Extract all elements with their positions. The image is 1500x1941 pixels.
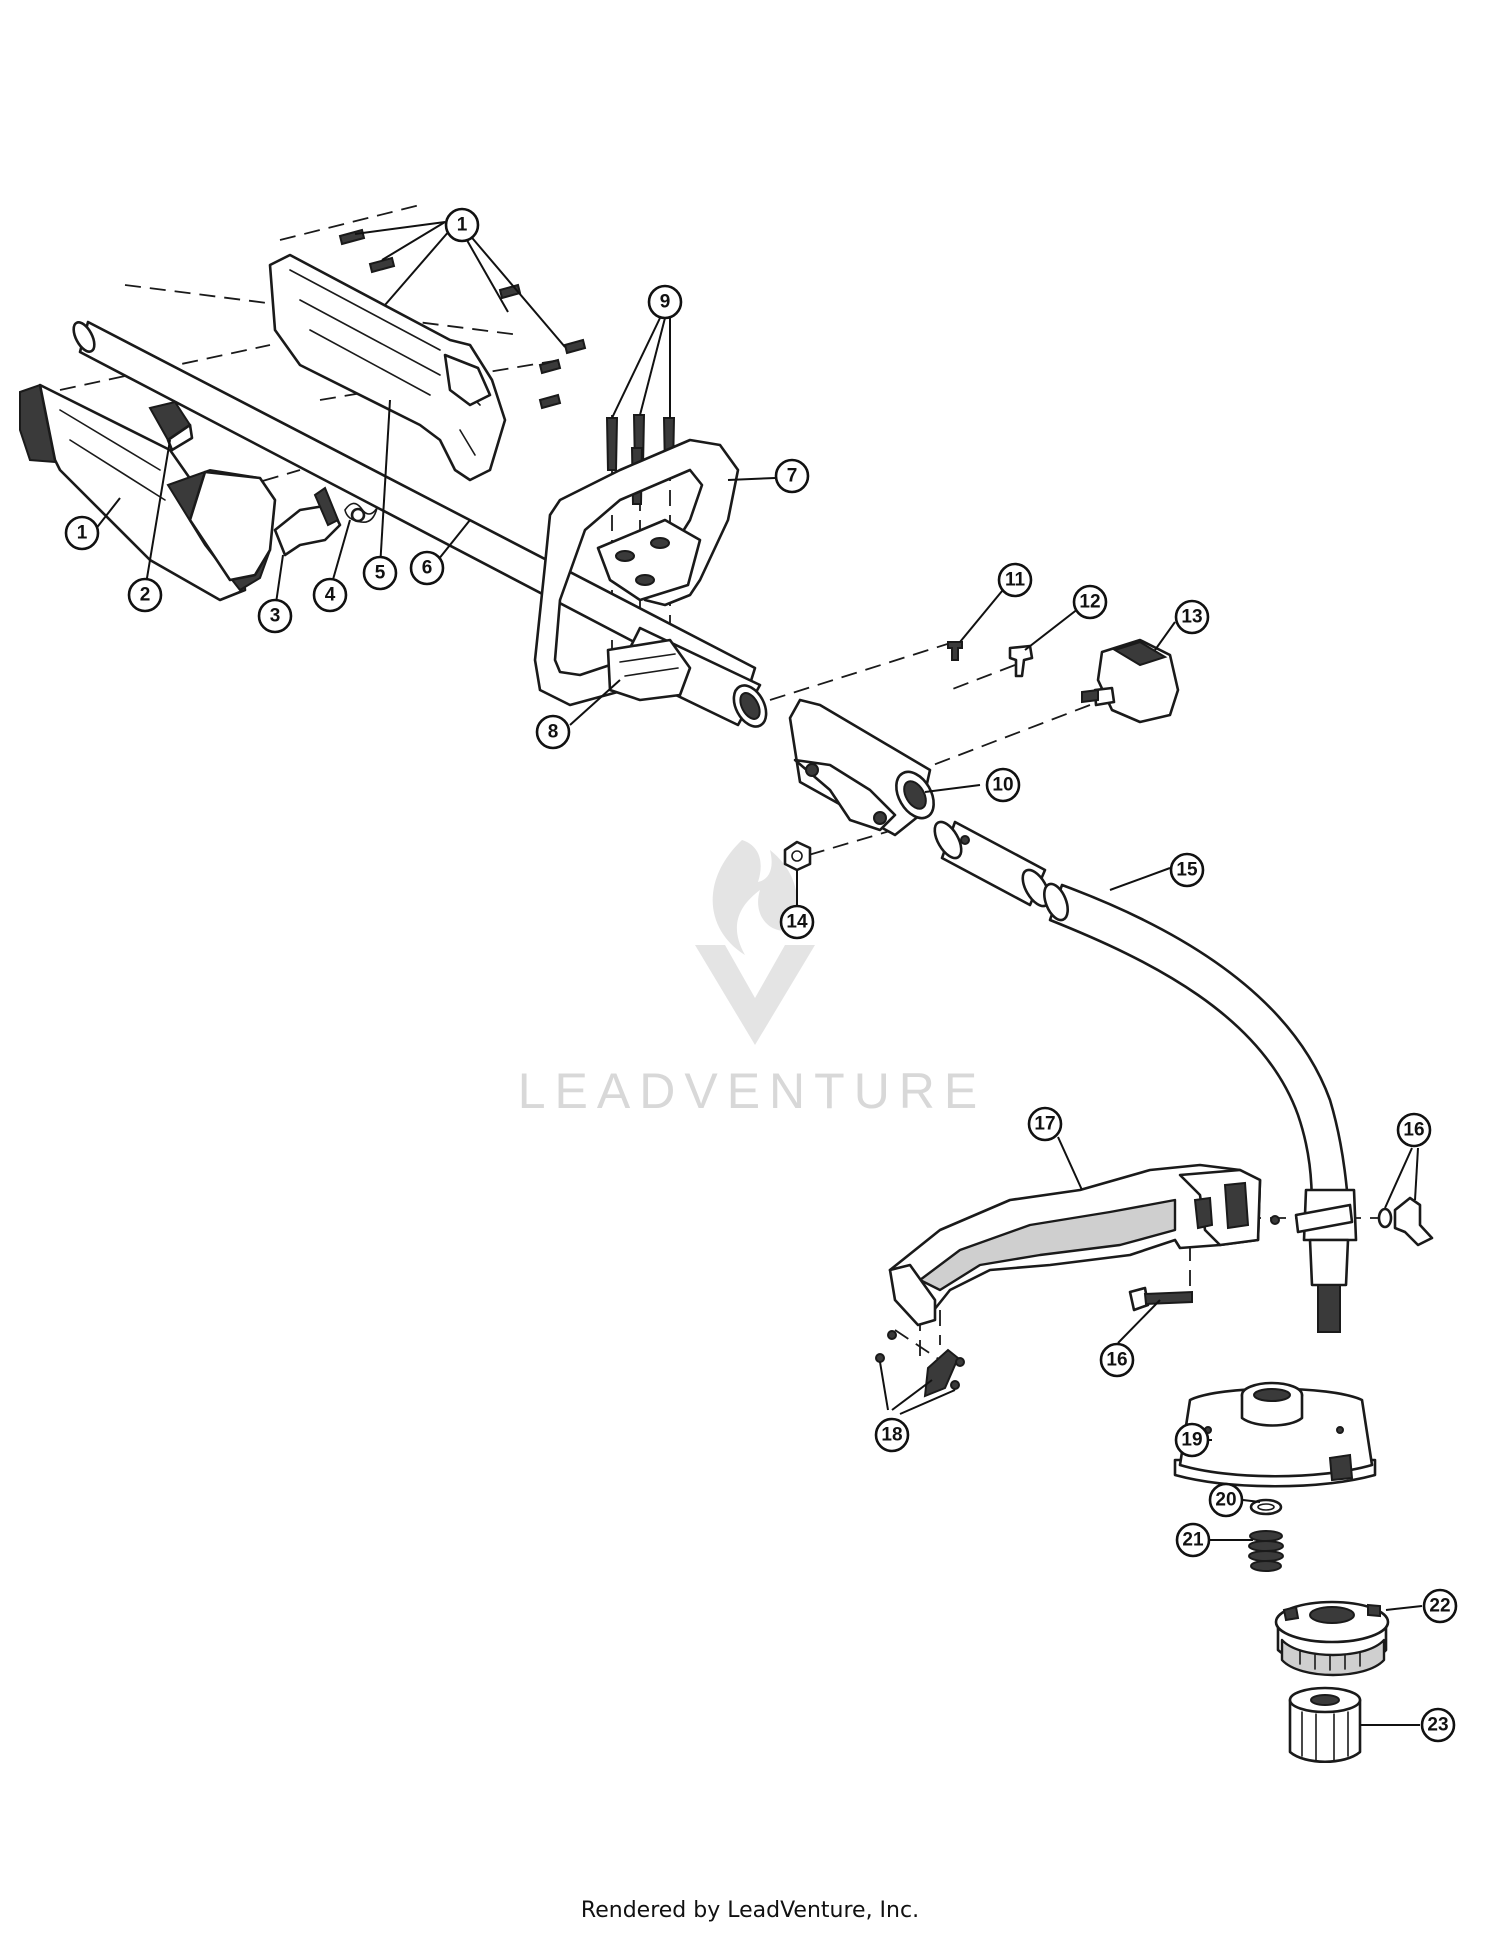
- callout-21[interactable]: 21: [1175, 1522, 1211, 1558]
- callout-23[interactable]: 23: [1420, 1707, 1456, 1743]
- callout-13[interactable]: 13: [1174, 599, 1210, 635]
- svg-text:20: 20: [1215, 1490, 1236, 1511]
- callout-1-grip[interactable]: 1: [64, 515, 100, 551]
- svg-text:2: 2: [140, 585, 151, 606]
- callout-11[interactable]: 11: [997, 562, 1033, 598]
- lower-shaft: [1043, 882, 1358, 1333]
- callout-6[interactable]: 6: [409, 550, 445, 586]
- svg-text:11: 11: [1005, 570, 1026, 591]
- coupler-knob: [1081, 638, 1180, 724]
- spool-spring: [1248, 1530, 1284, 1572]
- callout-12[interactable]: 12: [1072, 584, 1108, 620]
- trimmer-spool: [1274, 1600, 1390, 1677]
- svg-text:14: 14: [786, 912, 808, 933]
- trigger-spring: [344, 502, 378, 524]
- svg-text:1: 1: [457, 215, 468, 236]
- callout-17[interactable]: 17: [1027, 1106, 1063, 1142]
- callout-16-top[interactable]: 16: [1396, 1112, 1432, 1148]
- svg-text:17: 17: [1034, 1114, 1055, 1135]
- callout-3[interactable]: 3: [257, 598, 293, 634]
- callout-2[interactable]: 2: [127, 577, 163, 613]
- spool-washer: [1249, 1498, 1283, 1516]
- coupler-fasteners: [947, 641, 1034, 678]
- callout-18[interactable]: 18: [874, 1417, 910, 1453]
- upper-handle-housing: [268, 253, 507, 482]
- svg-text:10: 10: [992, 775, 1013, 796]
- svg-text:15: 15: [1176, 860, 1198, 881]
- coupler-nut: [783, 840, 812, 872]
- bump-knob: [1288, 1686, 1362, 1763]
- grip-cover: [166, 468, 277, 592]
- line-cutter-blade: [875, 1330, 965, 1398]
- svg-text:12: 12: [1079, 592, 1100, 613]
- svg-text:5: 5: [375, 563, 386, 584]
- handle-clamp: [606, 638, 692, 702]
- guard-hardware: [1128, 1196, 1434, 1312]
- callout-22[interactable]: 22: [1422, 1588, 1458, 1624]
- callout-20[interactable]: 20: [1208, 1482, 1244, 1518]
- svg-text:21: 21: [1182, 1530, 1204, 1551]
- callout-1-top[interactable]: 1: [444, 207, 480, 243]
- svg-text:6: 6: [422, 558, 433, 579]
- lockout-trigger: [273, 486, 342, 557]
- svg-text:22: 22: [1429, 1596, 1450, 1617]
- watermark: LEADVENTURE: [518, 840, 987, 1119]
- trigger-switch: [148, 400, 194, 452]
- shaft-coupler: [788, 698, 935, 837]
- svg-text:19: 19: [1181, 1430, 1202, 1451]
- loop-handle: [533, 438, 740, 707]
- svg-text:13: 13: [1181, 607, 1202, 628]
- svg-text:3: 3: [270, 606, 281, 627]
- callout-5[interactable]: 5: [362, 555, 398, 591]
- watermark-text: LEADVENTURE: [518, 1063, 987, 1119]
- callout-8[interactable]: 8: [535, 714, 571, 750]
- svg-text:4: 4: [325, 585, 336, 606]
- svg-text:7: 7: [787, 466, 798, 487]
- callout-16-bolt[interactable]: 16: [1099, 1342, 1135, 1378]
- svg-text:1: 1: [77, 523, 88, 544]
- callout-4[interactable]: 4: [312, 577, 348, 613]
- svg-text:18: 18: [881, 1425, 902, 1446]
- callout-19[interactable]: 19: [1174, 1422, 1210, 1458]
- watermark-flame-logo: [695, 840, 815, 1045]
- callout-9[interactable]: 9: [647, 284, 683, 320]
- coupler-insert: [933, 820, 1051, 908]
- callout-15[interactable]: 15: [1169, 852, 1205, 888]
- callout-10[interactable]: 10: [985, 767, 1021, 803]
- leader-lines: [94, 221, 1423, 1726]
- spool-housing: [1173, 1381, 1377, 1488]
- svg-text:8: 8: [548, 722, 559, 743]
- svg-text:16: 16: [1403, 1120, 1424, 1141]
- callout-7[interactable]: 7: [774, 458, 810, 494]
- svg-text:23: 23: [1427, 1715, 1448, 1736]
- svg-text:16: 16: [1106, 1350, 1127, 1371]
- svg-text:9: 9: [660, 292, 671, 313]
- trimmer-guard: [888, 1163, 1262, 1327]
- callout-14[interactable]: 14: [779, 904, 815, 940]
- footer-credit: Rendered by LeadVenture, Inc.: [580, 1898, 920, 1923]
